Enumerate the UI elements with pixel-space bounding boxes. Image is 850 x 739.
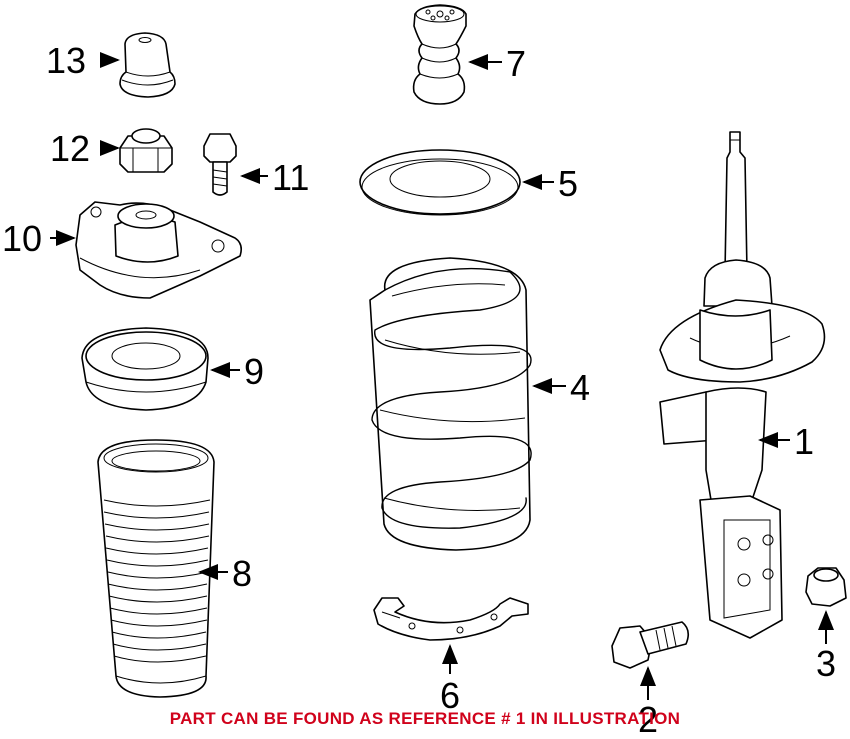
callout-4: 4 — [570, 367, 590, 408]
callout-3: 3 — [816, 643, 836, 684]
part-10-upper-mount — [75, 201, 242, 299]
part-12-nut — [119, 128, 173, 173]
callout-6: 6 — [440, 675, 460, 716]
part-3-flange-nut — [805, 567, 847, 607]
part-5-isolator — [359, 149, 521, 216]
part-11-bolt — [203, 133, 237, 196]
part-9-spring-seat — [81, 327, 209, 411]
callout-7: 7 — [506, 43, 526, 84]
part-1-strut-assembly — [659, 131, 826, 639]
part-8-dust-boot — [97, 439, 215, 698]
part-2-bolt — [611, 621, 690, 669]
callout-labels: 13 12 11 10 9 8 7 5 4 6 1 2 3 — [2, 40, 836, 739]
callout-11: 11 — [272, 157, 309, 198]
callout-8: 8 — [232, 553, 252, 594]
callout-1: 1 — [794, 421, 814, 462]
callout-9: 9 — [244, 351, 264, 392]
callout-2: 2 — [638, 699, 658, 739]
callout-10: 10 — [2, 218, 42, 259]
reference-note: PART CAN BE FOUND AS REFERENCE # 1 IN IL… — [169, 709, 681, 728]
callout-arrows — [50, 52, 834, 700]
callout-12: 12 — [50, 128, 90, 169]
callout-5: 5 — [558, 163, 578, 204]
callout-13: 13 — [46, 40, 86, 81]
part-6-lower-bracket — [373, 597, 529, 641]
part-7-bump-stop — [412, 4, 467, 105]
part-13-bump-cap — [119, 32, 176, 98]
part-4-coil-spring — [369, 257, 532, 551]
